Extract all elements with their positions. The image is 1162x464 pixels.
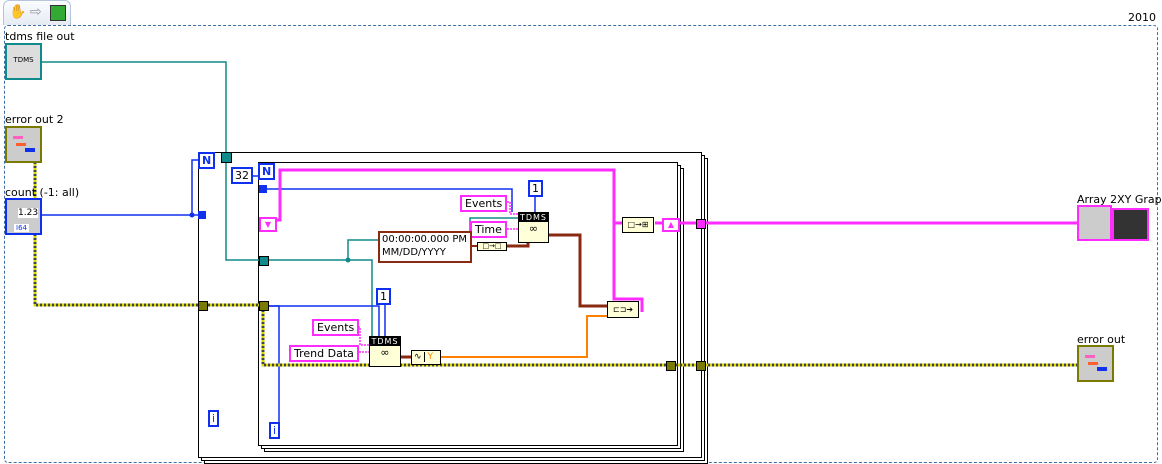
error-cluster-bar <box>1088 362 1098 365</box>
waveform-icon: ∿ <box>414 352 422 362</box>
count-value: 1.23 <box>18 208 39 218</box>
error-shift-register <box>198 301 208 311</box>
inner-refnum-tunnel <box>259 256 269 266</box>
string-shift-register: ▼ <box>259 217 277 232</box>
bundle-node[interactable]: ⊏⊐➔ <box>607 301 639 318</box>
tdms-read-header: TDMS <box>519 213 548 222</box>
error-out-terminal[interactable] <box>1077 345 1114 382</box>
error-cluster-bar2 <box>1097 367 1107 371</box>
run-icon[interactable] <box>50 5 66 21</box>
string-shift-register-out: ▲ <box>662 218 680 232</box>
hand-icon[interactable]: ✋ <box>9 4 27 20</box>
tdms-read-header: TDMS <box>370 337 400 346</box>
inner-index-tunnel <box>259 185 267 193</box>
output-tunnel-array <box>696 219 706 229</box>
error-out-2-label: error out 2 <box>5 113 64 126</box>
glasses-icon: ∞ <box>380 346 390 359</box>
build-array-2d-node[interactable]: □→⊞ <box>622 217 654 233</box>
error-cluster-bar <box>16 143 26 146</box>
timestamp-constant[interactable]: 00:00:00.000 PM MM/DD/YYYY <box>378 231 472 263</box>
waveform-y-label: Y <box>423 352 434 362</box>
count-label: count (-1: all) <box>5 186 80 199</box>
count-terminal[interactable]: 1.23 I64 <box>5 198 42 235</box>
glasses-icon: ∞ <box>528 222 539 235</box>
timestamp-time: 00:00:00.000 PM <box>382 234 468 245</box>
toolbar-tab: ✋ ⇨ <box>3 0 71 25</box>
inner-error-out-tunnel <box>666 361 676 371</box>
trend-data-string[interactable]: Trend Data <box>289 345 359 362</box>
tdms-read-top[interactable]: TDMS ∞ <box>518 212 549 243</box>
outer-error-out-tunnel <box>696 361 706 371</box>
inner-iteration-terminal: i <box>269 422 281 439</box>
inner-count-terminal[interactable]: N <box>258 163 276 180</box>
outer-iteration-terminal: i <box>208 410 220 427</box>
count-type: I64 <box>14 224 29 232</box>
array-2xy-graph-label: Array 2XY Graph <box>1077 193 1162 206</box>
error-out-2-terminal[interactable] <box>5 126 42 163</box>
error-out-label: error out <box>1077 333 1126 346</box>
arrow-icon[interactable]: ⇨ <box>30 4 42 20</box>
events-string-bottom[interactable]: Events <box>312 319 360 336</box>
inner-error-tunnel <box>259 301 269 311</box>
get-waveform-y-node[interactable]: ∿Y <box>411 350 441 365</box>
outer-count-terminal[interactable]: N <box>198 152 216 169</box>
tdms-file-out-label: tdms file out <box>5 30 75 43</box>
tdms-file-icon: TDMS <box>13 56 34 64</box>
tdms-file-out-terminal[interactable]: TDMS <box>5 43 42 80</box>
channel-index-top[interactable]: 1 <box>528 180 543 197</box>
build-array-node[interactable]: □→□ <box>477 242 507 251</box>
tdms-read-bottom[interactable]: TDMS ∞ <box>369 336 401 367</box>
refnum-tunnel <box>221 152 232 163</box>
n-constant[interactable]: 32 <box>231 167 253 184</box>
events-string-top[interactable]: Events <box>460 195 508 212</box>
channel-index-bottom[interactable]: 1 <box>376 288 391 305</box>
xy-graph-icon <box>1112 208 1149 241</box>
timestamp-date: MM/DD/YYYY <box>382 247 446 258</box>
error-cluster-icon <box>1085 355 1095 358</box>
error-cluster-icon <box>13 136 23 139</box>
count-tunnel <box>198 211 206 219</box>
time-string[interactable]: Time <box>470 221 507 238</box>
version-label: 2010 <box>1128 11 1156 24</box>
array-2xy-graph-terminal[interactable] <box>1077 205 1112 241</box>
error-cluster-bar2 <box>25 148 35 152</box>
